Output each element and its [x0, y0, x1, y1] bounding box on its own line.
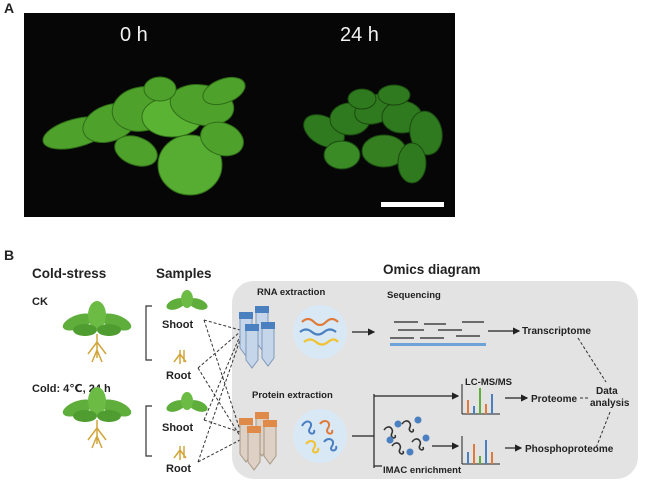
plant-photo: 0 h 24 h [24, 13, 455, 217]
output-data-analysis-line1: Data [596, 386, 618, 397]
protein-molecules-circle [293, 409, 347, 463]
ms-spectrum-phospho [461, 436, 500, 465]
root-icon-ck [173, 350, 187, 364]
protein-tubes [239, 412, 277, 471]
plant-icon-ck [62, 301, 132, 363]
step-protein-extraction: Protein extraction [252, 390, 333, 401]
time-label-24h: 24 h [340, 24, 379, 46]
shoot-icon-ck [166, 290, 208, 310]
output-phosphoproteome: Phosphoproteome [525, 444, 614, 455]
data-analysis-links [577, 337, 611, 449]
header-omics-diagram: Omics diagram [383, 262, 481, 277]
step-lcms: LC-MS/MS [465, 377, 512, 388]
step-rna-extraction: RNA extraction [257, 287, 326, 298]
tissue-shoot-ck: Shoot [162, 319, 194, 331]
healthy-plant [42, 76, 246, 196]
imac-beads [383, 416, 430, 456]
bracket-ck [145, 305, 152, 361]
plant-icon-cold [62, 387, 132, 449]
protein-blobs [301, 420, 338, 454]
rna-strands [299, 317, 339, 346]
header-samples: Samples [156, 266, 212, 281]
panel-b-label: B [4, 247, 15, 263]
reference-genome-bar [390, 343, 486, 346]
scale-bar [381, 202, 444, 207]
tissue-shoot-cold: Shoot [162, 422, 194, 434]
stressed-plant [303, 84, 443, 184]
output-transcriptome: Transcriptome [522, 326, 591, 337]
step-imac-enrichment: IMAC enrichment [383, 465, 462, 476]
rna-tubes [239, 306, 275, 369]
output-proteome: Proteome [531, 394, 578, 405]
panel-a-label: A [4, 0, 15, 16]
time-label-0h: 0 h [120, 24, 148, 46]
sample-links [197, 319, 241, 463]
shoot-icon-cold [166, 392, 208, 412]
bracket-cold [145, 405, 152, 457]
healthy-plant-illustration [42, 76, 443, 196]
header-cold-stress: Cold-stress [32, 266, 107, 281]
root-icon-cold [173, 446, 187, 460]
output-data-analysis-line2: analysis [590, 398, 630, 409]
tissue-root-ck: Root [166, 370, 192, 382]
condition-ck: CK [32, 296, 48, 308]
tissue-root-cold: Root [166, 463, 192, 475]
step-sequencing: Sequencing [387, 290, 441, 301]
ms-spectrum-proteome [461, 384, 500, 415]
sequencing-reads [390, 321, 484, 339]
